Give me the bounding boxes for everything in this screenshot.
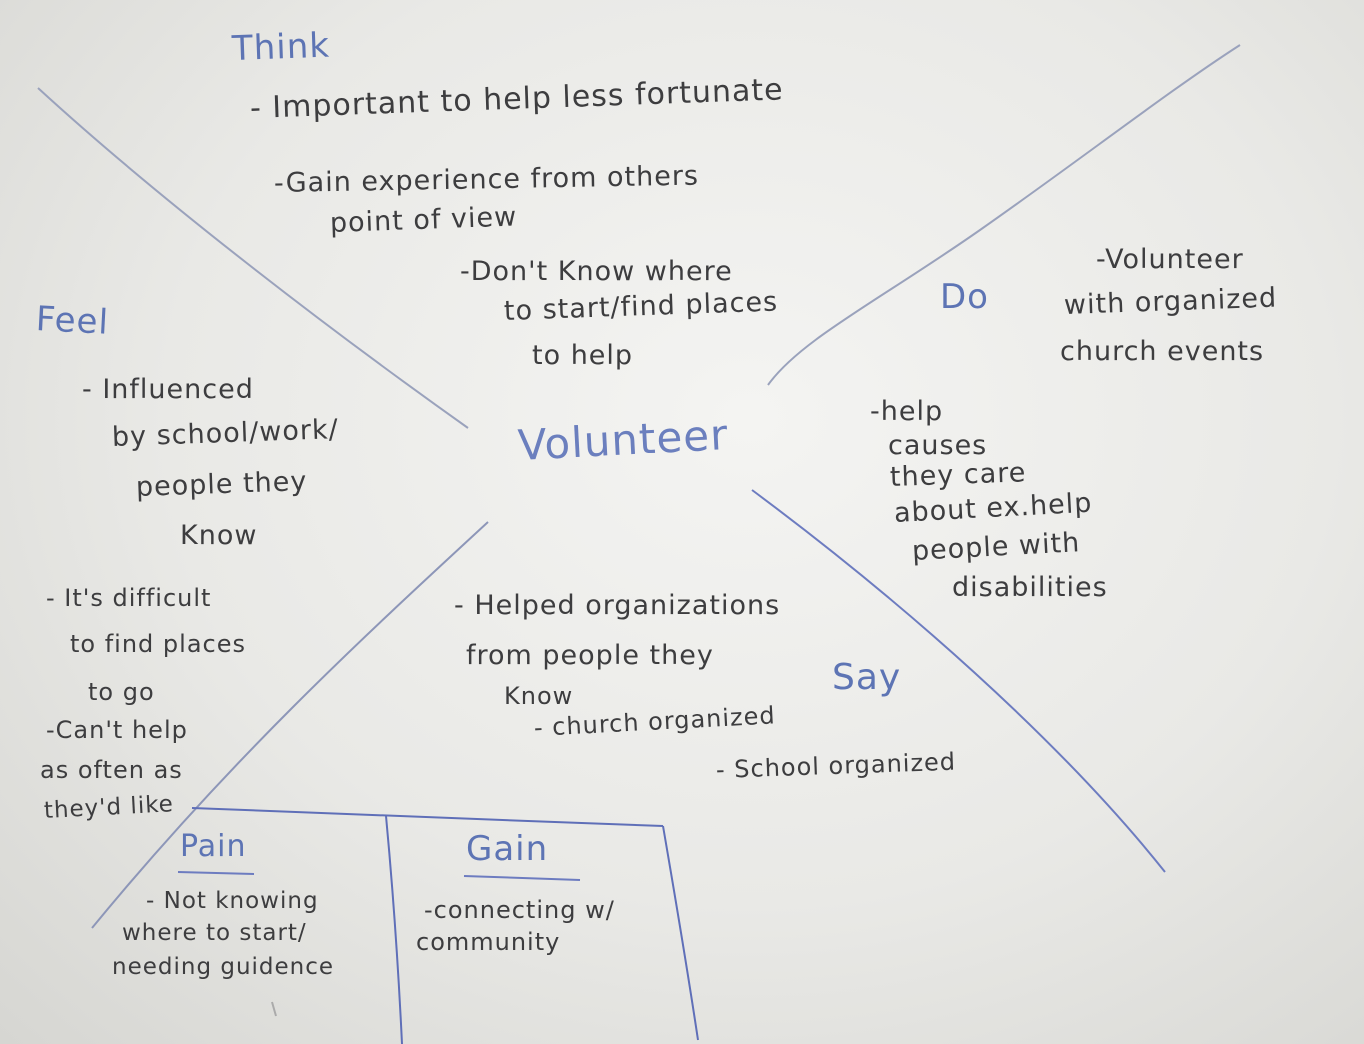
feel-note-8: -Can't help — [46, 716, 188, 744]
do-note-3: church events — [1060, 336, 1265, 367]
pain-note-1: - Not knowing — [146, 888, 319, 914]
pain-note-2: where to start/ — [122, 920, 307, 946]
do-note-9: disabilities — [952, 572, 1108, 603]
diagonal-line-top-right — [767, 44, 1241, 386]
diagonal-line-bottom-right — [751, 489, 1166, 873]
pencil-smudge — [271, 1001, 277, 1017]
do-note-5: causes — [888, 430, 988, 461]
think-note-4: -Don't Know where — [460, 256, 733, 287]
do-note-4: -help — [870, 396, 944, 427]
gain-label: Gain — [466, 829, 549, 869]
diagonal-line-bottom-left — [91, 521, 489, 929]
feel-note-1: - Influenced — [82, 374, 254, 405]
do-note-2: with organized — [1063, 282, 1278, 321]
say-note-3: Know — [504, 682, 574, 710]
do-note-6: they care — [889, 457, 1027, 493]
say-note-2: from people they — [466, 640, 714, 671]
pain-note-3: needing guidence — [112, 954, 335, 980]
gain-note-1: -connecting w/ — [424, 896, 615, 924]
do-note-1: -Volunteer — [1096, 244, 1244, 275]
box-top-line — [191, 807, 664, 827]
think-note-6: to help — [532, 340, 634, 371]
gain-underline — [463, 875, 581, 881]
feel-note-6: to find places — [70, 630, 246, 658]
pain-label: Pain — [180, 829, 247, 864]
gain-note-2: community — [416, 928, 561, 956]
think-note-3: point of view — [329, 201, 518, 239]
feel-note-4: Know — [180, 520, 258, 551]
say-note-1: - Helped organizations — [454, 590, 781, 621]
box-divider-line — [385, 815, 403, 1044]
diagonal-line-top-left — [37, 87, 469, 429]
feel-note-2: by school/work/ — [111, 414, 340, 453]
feel-note-5: - It's difficult — [46, 584, 212, 612]
do-label: Do — [940, 277, 989, 317]
feel-label: Feel — [34, 299, 110, 343]
think-note-2: -Gain experience from others — [273, 160, 700, 199]
center-topic: Volunteer — [516, 410, 730, 470]
say-label: Say — [832, 657, 902, 698]
box-right-line — [662, 825, 699, 1041]
think-label: Think — [231, 25, 331, 69]
pain-underline — [177, 871, 255, 875]
feel-note-3: people they — [135, 466, 308, 503]
feel-note-9: as often as — [40, 756, 183, 784]
feel-note-7: to go — [88, 678, 155, 706]
